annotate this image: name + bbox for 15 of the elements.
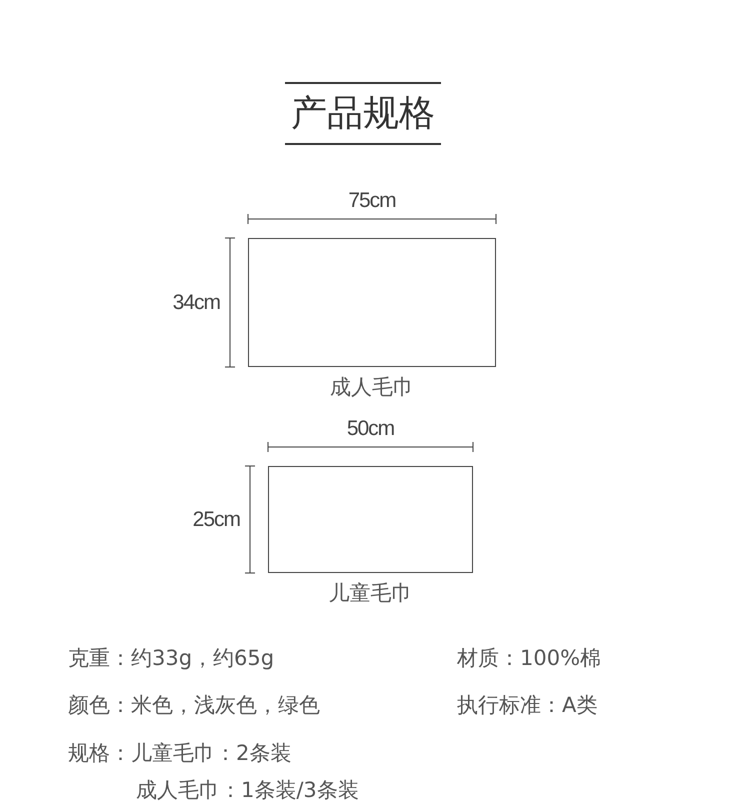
spec-text: 成人毛巾：1条装/3条装 [136,778,359,802]
node-label: 成人毛巾 [330,375,414,399]
spec-text: 颜色：米色，浅灰色，绿色 [68,693,320,717]
towel-rectangle [268,466,473,573]
dimension-label: 75cm [348,189,396,212]
towel-rectangle [248,238,496,367]
spec-text: 克重：约33g，约65g [68,646,274,670]
node-label: 儿童毛巾 [328,581,412,605]
dimension-label: 50cm [346,417,394,440]
title: 产品规格 [291,96,435,132]
spec-text: 材质：100%棉 [457,646,602,670]
dimension-label: 25cm [192,508,240,530]
spec-text: 规格：儿童毛巾：2条装 [68,741,292,765]
spec-text: 执行标准：A类 [457,693,598,717]
dimension-label: 34cm [172,290,220,314]
